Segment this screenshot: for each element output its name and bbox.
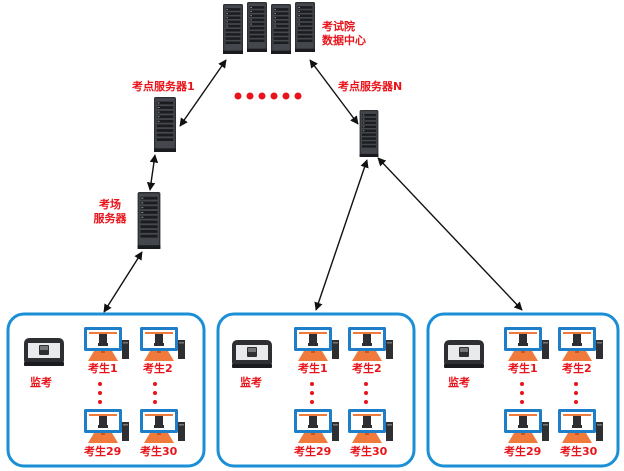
exam-room-2	[216, 312, 416, 468]
student-label: 考生30	[140, 445, 178, 458]
student-label: 考生1	[88, 362, 118, 375]
room-server-label-line1: 考场	[99, 198, 121, 211]
more-servers-ellipsis	[234, 92, 302, 100]
link-server1-roomserver	[146, 154, 159, 191]
link-datacenter-servern	[309, 59, 359, 125]
student-label: 考生1	[508, 362, 538, 375]
link-servern-room3	[377, 157, 523, 311]
connection-lines	[103, 59, 523, 313]
datacenter-server-rack-icon	[223, 2, 315, 54]
student-label: 考生29	[504, 445, 542, 458]
datacenter-label-line1: 考试院	[322, 20, 355, 33]
student-label: 考生1	[298, 362, 328, 375]
room-server-label-line2: 服务器	[93, 212, 127, 225]
vertical-ellipsis	[98, 382, 157, 404]
proctor-device-icon	[24, 338, 64, 366]
vertical-ellipsis	[520, 382, 578, 404]
proctor-device-icon	[444, 340, 484, 368]
link-datacenter-server1	[179, 59, 227, 127]
vertical-ellipsis	[310, 382, 368, 404]
link-servern-room2	[314, 159, 369, 311]
exam-room-1	[6, 312, 206, 468]
site-server-1-icon	[154, 97, 176, 152]
student-label: 考生30	[560, 445, 598, 458]
student-label: 考生2	[562, 362, 592, 375]
proctor-label: 监考	[30, 376, 52, 389]
site-server-n-label: 考点服务器N	[338, 80, 403, 93]
exam-room-3	[426, 312, 620, 468]
student-label: 考生30	[350, 445, 388, 458]
site-server-1-label: 考点服务器1	[132, 80, 195, 93]
proctor-device-icon	[232, 340, 272, 368]
room-server-icon	[137, 192, 161, 249]
datacenter-label-line2: 数据中心	[322, 34, 366, 47]
student-label: 考生29	[84, 445, 122, 458]
proctor-label: 监考	[240, 376, 262, 389]
student-label: 考生29	[294, 445, 332, 458]
proctor-label: 监考	[448, 376, 470, 389]
student-label: 考生2	[143, 362, 173, 375]
site-server-n-icon	[359, 110, 379, 157]
student-label: 考生2	[352, 362, 382, 375]
link-roomserver-room1	[103, 251, 143, 313]
